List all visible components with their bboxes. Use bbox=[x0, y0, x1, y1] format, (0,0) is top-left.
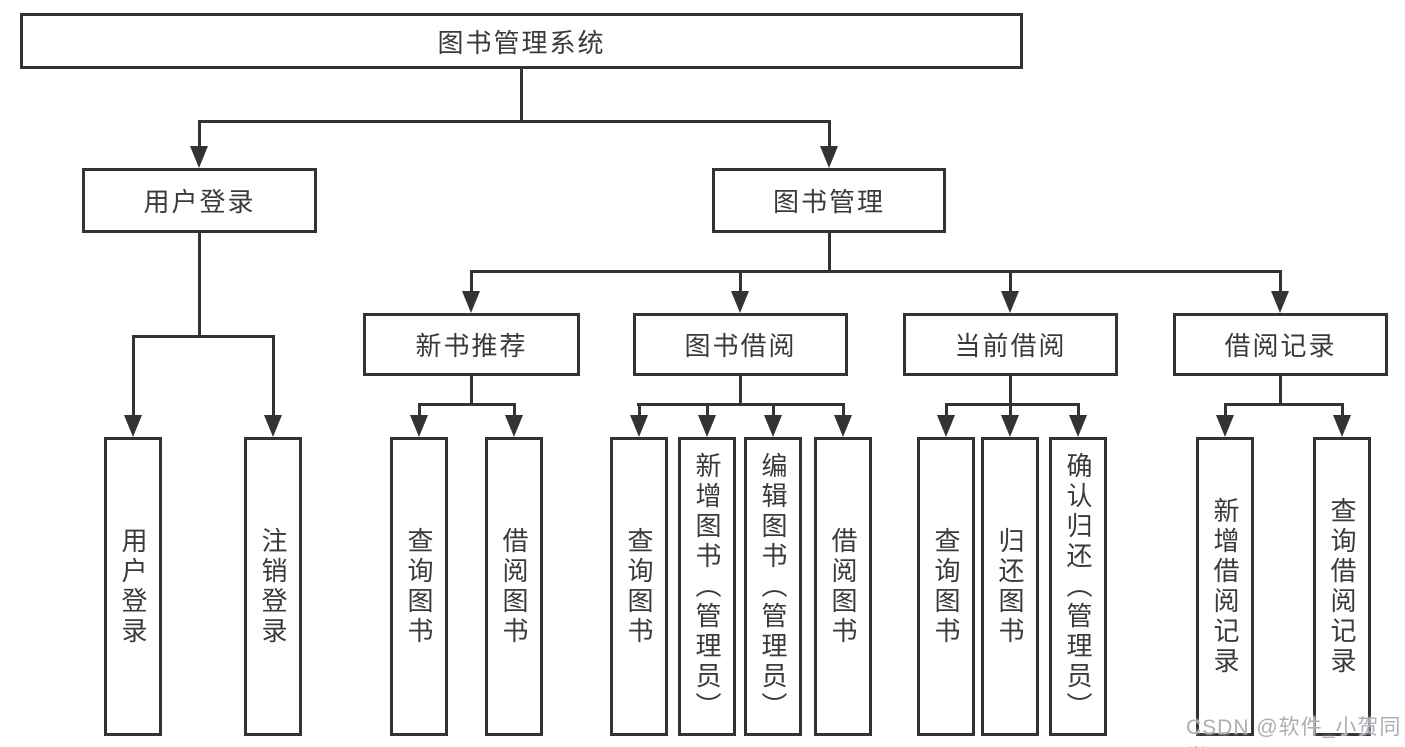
connector-line bbox=[198, 120, 831, 123]
leaf-logout-label: 注销登录 bbox=[258, 526, 288, 647]
leaf-query-books-current-label: 查询图书 bbox=[931, 526, 961, 647]
arrow-down-icon bbox=[820, 146, 838, 168]
connector-line bbox=[1009, 270, 1012, 295]
arrow-down-icon bbox=[505, 415, 523, 437]
node-book-management-label: 图书管理 bbox=[772, 187, 885, 217]
connector-line bbox=[772, 403, 775, 419]
arrow-down-icon bbox=[1001, 291, 1019, 313]
connector-line bbox=[272, 335, 275, 420]
arrow-down-icon bbox=[124, 415, 142, 437]
leaf-query-borrow-record: 查询借阅记录 bbox=[1313, 437, 1371, 736]
arrow-down-icon bbox=[264, 415, 282, 437]
node-book-borrow-label: 图书借阅 bbox=[684, 331, 797, 361]
node-current-borrow: 当前借阅 bbox=[903, 313, 1118, 376]
connector-line bbox=[198, 231, 201, 337]
arrow-down-icon bbox=[834, 415, 852, 437]
connector-line bbox=[637, 403, 845, 406]
leaf-edit-book-admin: 编辑图书（管理员） bbox=[744, 437, 802, 736]
leaf-return-book-label: 归还图书 bbox=[995, 526, 1025, 647]
leaf-edit-book-admin-label: 编辑图书（管理员） bbox=[758, 451, 788, 722]
node-book-borrow: 图书借阅 bbox=[633, 313, 848, 376]
node-borrow-records-label: 借阅记录 bbox=[1224, 331, 1337, 361]
leaf-query-books-borrow-label: 查询图书 bbox=[624, 526, 654, 647]
connector-line bbox=[706, 403, 709, 419]
arrow-down-icon bbox=[1216, 415, 1234, 437]
node-root: 图书管理系统 bbox=[20, 13, 1023, 69]
leaf-query-borrow-record-label: 查询借阅记录 bbox=[1327, 496, 1357, 677]
leaf-add-borrow-record-label: 新增借阅记录 bbox=[1210, 496, 1240, 677]
leaf-borrow-books-recommend: 借阅图书 bbox=[485, 437, 543, 736]
connector-line bbox=[1224, 403, 1227, 419]
arrow-down-icon bbox=[731, 291, 749, 313]
connector-line bbox=[513, 403, 516, 419]
connector-line bbox=[1009, 375, 1012, 405]
node-current-borrow-label: 当前借阅 bbox=[954, 331, 1067, 361]
node-new-book-recommend-label: 新书推荐 bbox=[415, 331, 528, 361]
arrow-down-icon bbox=[764, 415, 782, 437]
connector-line bbox=[828, 231, 831, 272]
connector-line bbox=[1279, 270, 1282, 295]
connector-line bbox=[198, 120, 201, 150]
leaf-confirm-return-admin: 确认归还（管理员） bbox=[1049, 437, 1107, 736]
arrow-down-icon bbox=[1271, 291, 1289, 313]
leaf-confirm-return-admin-label: 确认归还（管理员） bbox=[1063, 451, 1093, 722]
connector-line bbox=[418, 403, 516, 406]
connector-line bbox=[638, 403, 641, 419]
node-borrow-records: 借阅记录 bbox=[1173, 313, 1388, 376]
node-user-login: 用户登录 bbox=[82, 168, 317, 233]
connector-line bbox=[470, 375, 473, 405]
arrow-down-icon bbox=[1069, 415, 1087, 437]
arrow-down-icon bbox=[630, 415, 648, 437]
connector-line bbox=[739, 375, 742, 405]
connector-line bbox=[1077, 403, 1080, 419]
connector-line bbox=[1279, 375, 1282, 405]
leaf-query-books-recommend: 查询图书 bbox=[390, 437, 448, 736]
leaf-borrow-books-label: 借阅图书 bbox=[828, 526, 858, 647]
leaf-add-borrow-record: 新增借阅记录 bbox=[1196, 437, 1254, 736]
connector-line bbox=[470, 270, 1281, 273]
watermark: CSDN @软件_小贺同学 bbox=[1186, 716, 1402, 747]
node-book-management: 图书管理 bbox=[712, 168, 946, 233]
connector-line bbox=[1224, 403, 1343, 406]
leaf-query-books-borrow: 查询图书 bbox=[610, 437, 668, 736]
connector-line bbox=[828, 120, 831, 150]
arrow-down-icon bbox=[937, 415, 955, 437]
connector-line bbox=[945, 403, 1079, 406]
connector-line bbox=[132, 335, 274, 338]
connector-line bbox=[470, 270, 473, 295]
connector-line bbox=[132, 335, 135, 420]
connector-line bbox=[739, 270, 742, 295]
arrow-down-icon bbox=[1333, 415, 1351, 437]
connector-line bbox=[520, 68, 523, 122]
leaf-query-books-current: 查询图书 bbox=[917, 437, 975, 736]
leaf-borrow-books-recommend-label: 借阅图书 bbox=[499, 526, 529, 647]
leaf-logout: 注销登录 bbox=[244, 437, 302, 736]
leaf-user-login: 用户登录 bbox=[104, 437, 162, 736]
leaf-add-book-admin: 新增图书（管理员） bbox=[678, 437, 736, 736]
arrow-down-icon bbox=[462, 291, 480, 313]
connector-line bbox=[1009, 403, 1012, 419]
node-new-book-recommend: 新书推荐 bbox=[363, 313, 580, 376]
connector-line bbox=[945, 403, 948, 419]
leaf-add-book-admin-label: 新增图书（管理员） bbox=[692, 451, 722, 722]
connector-line bbox=[1341, 403, 1344, 419]
leaf-borrow-books: 借阅图书 bbox=[814, 437, 872, 736]
node-root-label: 图书管理系统 bbox=[437, 27, 606, 58]
arrow-down-icon bbox=[410, 415, 428, 437]
arrow-down-icon bbox=[190, 146, 208, 168]
leaf-query-books-recommend-label: 查询图书 bbox=[404, 526, 434, 647]
connector-line bbox=[418, 403, 421, 419]
arrow-down-icon bbox=[698, 415, 716, 437]
leaf-return-book: 归还图书 bbox=[981, 437, 1039, 736]
arrow-down-icon bbox=[1001, 415, 1019, 437]
connector-line bbox=[842, 403, 845, 419]
node-user-login-label: 用户登录 bbox=[143, 187, 256, 217]
leaf-user-login-label: 用户登录 bbox=[118, 526, 148, 647]
